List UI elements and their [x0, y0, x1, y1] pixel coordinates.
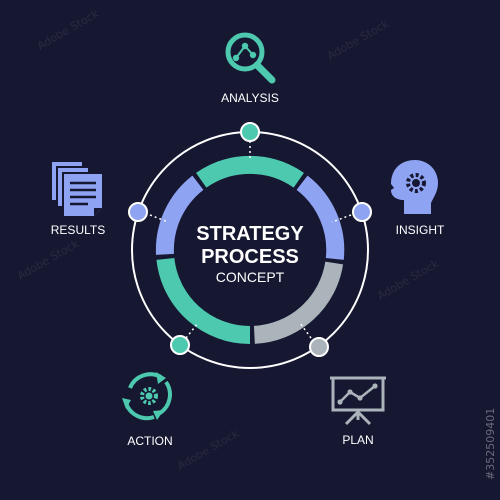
- label-plan: PLAN: [342, 433, 373, 447]
- segment-ring: [155, 155, 345, 345]
- node-insight: [352, 202, 372, 222]
- label-insight: INSIGHT: [396, 223, 445, 237]
- magnifier-network-icon: [225, 32, 276, 84]
- segment-action: [156, 257, 251, 345]
- node-action: [170, 335, 190, 355]
- documents-icon: [52, 162, 102, 216]
- segment-insight: [296, 175, 345, 260]
- segment-results: [155, 175, 204, 255]
- ring-nodes: [128, 122, 372, 357]
- watermark-text: Adobe Stock: [175, 427, 242, 473]
- watermark-text: Adobe Stock: [15, 237, 82, 283]
- label-results: RESULTS: [51, 223, 105, 237]
- connector-action: [185, 322, 199, 339]
- connector-plan: [299, 322, 312, 339]
- connector-results: [149, 214, 169, 223]
- watermark-text: Adobe Stock: [35, 7, 102, 53]
- label-analysis: ANALYSIS: [221, 91, 279, 105]
- node-analysis: [240, 122, 260, 142]
- node-plan: [309, 337, 329, 357]
- title-line-1: STRATEGY: [196, 223, 304, 245]
- segment-plan: [253, 261, 344, 344]
- cycle-gear-icon: [122, 372, 172, 421]
- watermark-text: Adobe Stock: [375, 257, 442, 303]
- presentation-board-chart-icon: [330, 376, 386, 426]
- watermark-id: #352509401: [484, 408, 497, 480]
- subtitle: CONCEPT: [216, 269, 285, 285]
- title-line-2: PROCESS: [201, 246, 299, 268]
- segment-analysis: [196, 155, 304, 188]
- label-action: ACTION: [127, 434, 172, 448]
- connectors: [149, 141, 352, 339]
- watermark-text: Adobe Stock: [325, 17, 392, 63]
- connector-insight: [331, 214, 352, 223]
- head-gear-icon: [391, 160, 438, 214]
- node-results: [128, 202, 148, 222]
